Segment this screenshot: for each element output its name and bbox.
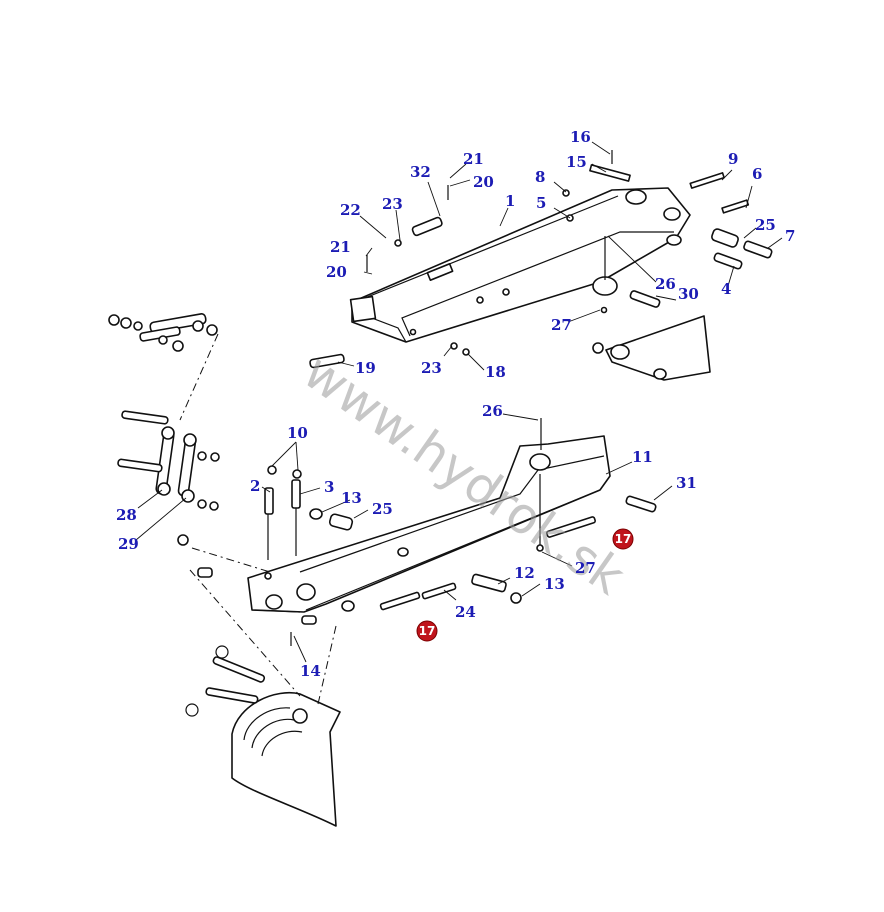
callout-1: 1 [505,192,515,210]
badge-17-right-text: 17 [615,532,632,546]
badge-17-left: 17 [416,620,438,642]
callout-2: 2 [250,477,260,495]
callout-25b: 25 [372,500,393,518]
callout-12: 12 [514,564,535,582]
callout-26b: 26 [482,402,503,420]
callout-19: 19 [355,359,376,377]
callout-27b: 27 [575,559,596,577]
callout-11: 11 [632,448,653,466]
callout-5: 5 [536,194,546,212]
callout-8: 8 [535,168,545,186]
callout-22: 22 [340,201,361,219]
callout-9: 9 [728,150,738,168]
callout-30: 30 [678,285,699,303]
callout-21a: 21 [463,150,484,168]
callout-6: 6 [752,165,762,183]
badge-17-right: 17 [612,528,634,550]
upper-boom [349,187,691,343]
callout-labels: 1 2 3 4 5 6 7 8 9 10 11 12 13 13 14 15 1… [116,128,795,680]
callout-13b: 13 [544,575,565,593]
badge-17-left-text: 17 [419,624,436,638]
linkage [108,313,271,573]
lower-arm [247,435,611,613]
callout-7: 7 [785,227,795,245]
callout-13a: 13 [341,489,362,507]
callout-31: 31 [676,474,697,492]
callout-32: 32 [410,163,431,181]
callout-27a: 27 [551,316,572,334]
callout-23b: 23 [421,359,442,377]
callout-4: 4 [721,280,731,298]
callout-24: 24 [455,603,476,621]
lower-hardware [197,418,657,646]
callout-28: 28 [116,506,137,524]
arm-stub [592,315,711,381]
callout-20b: 20 [326,263,347,281]
callout-20a: 20 [473,173,494,191]
callout-18: 18 [485,363,506,381]
bucket [185,569,341,827]
leader-lines [135,141,783,663]
callout-15: 15 [566,153,587,171]
callout-10: 10 [287,424,308,442]
callout-14: 14 [300,662,321,680]
callout-25a: 25 [755,216,776,234]
callout-3: 3 [324,478,334,496]
callout-23a: 23 [382,195,403,213]
callout-26a: 26 [655,275,676,293]
callout-29: 29 [118,535,139,553]
callout-16: 16 [570,128,591,146]
callout-21b: 21 [330,238,351,256]
